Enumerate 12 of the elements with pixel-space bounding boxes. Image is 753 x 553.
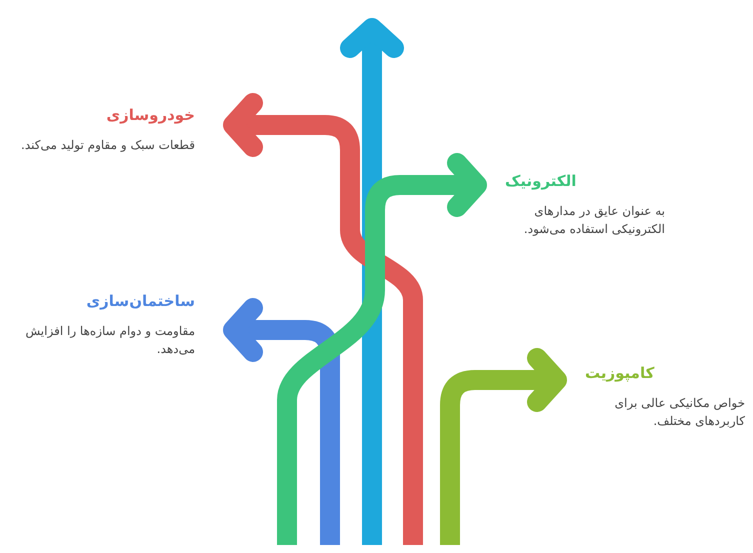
heading: الکترونیک [505,172,576,190]
heading: کامپوزیت [585,364,654,382]
description: خواص مکانیکی عالی برای کاربردهای مختلف. [614,395,745,430]
curved-arrow [440,348,567,545]
curved-arrow [277,153,487,545]
heading: خودروسازی [106,106,195,124]
heading: ساختمان‌سازی [86,292,195,310]
curved-arrow [223,298,340,545]
description: قطعات سبک و مقاوم تولید می‌کند. [21,137,195,154]
description: مقاومت و دوام سازه‌ها را افزایش می‌دهد. [24,323,195,358]
curved-arrow [223,93,423,545]
description: به عنوان عایق در مدارهای الکترونیکی استفاده می‌شود. [522,203,665,238]
